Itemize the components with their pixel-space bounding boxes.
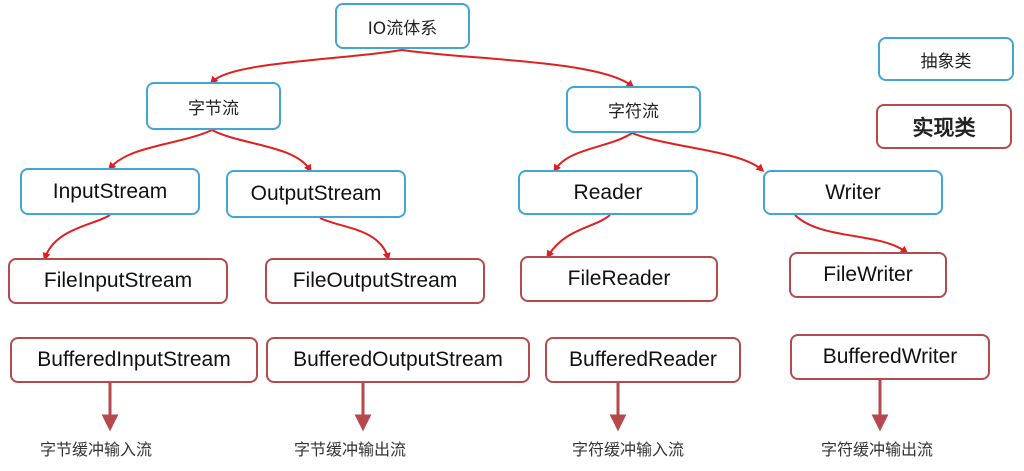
node-filewriter: FileWriter xyxy=(789,252,947,298)
arrow-writer-to-filewriter xyxy=(794,214,909,254)
node-outputstream: OutputStream xyxy=(226,170,406,218)
buffer-arrow-reader-head xyxy=(609,414,627,432)
arrow-root-to-byte-stream xyxy=(209,49,403,85)
arrow-byte-to-inputstream xyxy=(108,129,213,171)
node-byte-stream: 字节流 xyxy=(146,82,281,130)
arrow-reader-to-filereader xyxy=(546,214,611,259)
node-bufferedinputstream: BufferedInputStream xyxy=(10,337,258,383)
arrow-byte-to-outputstream xyxy=(211,129,312,173)
arrow-char-to-writer xyxy=(631,132,765,173)
buffer-arrow-input-head xyxy=(101,414,119,432)
node-char-stream: 字符流 xyxy=(566,86,701,133)
caption-byte-buffered-output: 字节缓冲输出流 xyxy=(294,440,407,459)
node-inputstream: InputStream xyxy=(20,168,200,215)
arrow-inputstream-to-fileinputstream xyxy=(42,214,111,261)
node-writer: Writer xyxy=(763,170,943,215)
arrow-outputstream-to-fileoutputstream xyxy=(319,217,391,261)
node-bufferedwriter: BufferedWriter xyxy=(790,334,990,380)
buffer-arrow-output-head xyxy=(354,414,372,432)
arrow-char-to-reader xyxy=(553,132,633,173)
node-filereader: FileReader xyxy=(520,256,718,302)
node-fileinputstream: FileInputStream xyxy=(8,258,228,304)
legend-abstract-class: 抽象类 xyxy=(878,37,1014,81)
node-io-stream-system: IO流体系 xyxy=(335,3,470,49)
node-bufferedreader: BufferedReader xyxy=(545,337,741,383)
arrow-root-to-char-stream xyxy=(401,49,635,88)
caption-char-buffered-output: 字符缓冲输出流 xyxy=(821,440,934,459)
buffer-arrow-writer-head xyxy=(871,414,889,432)
node-bufferedoutputstream: BufferedOutputStream xyxy=(266,337,530,383)
node-fileoutputstream: FileOutputStream xyxy=(265,258,485,304)
caption-char-buffered-input: 字符缓冲输入流 xyxy=(572,440,685,459)
legend-concrete-class: 实现类 xyxy=(876,104,1012,149)
node-reader: Reader xyxy=(518,170,698,215)
caption-byte-buffered-input: 字节缓冲输入流 xyxy=(40,440,153,459)
